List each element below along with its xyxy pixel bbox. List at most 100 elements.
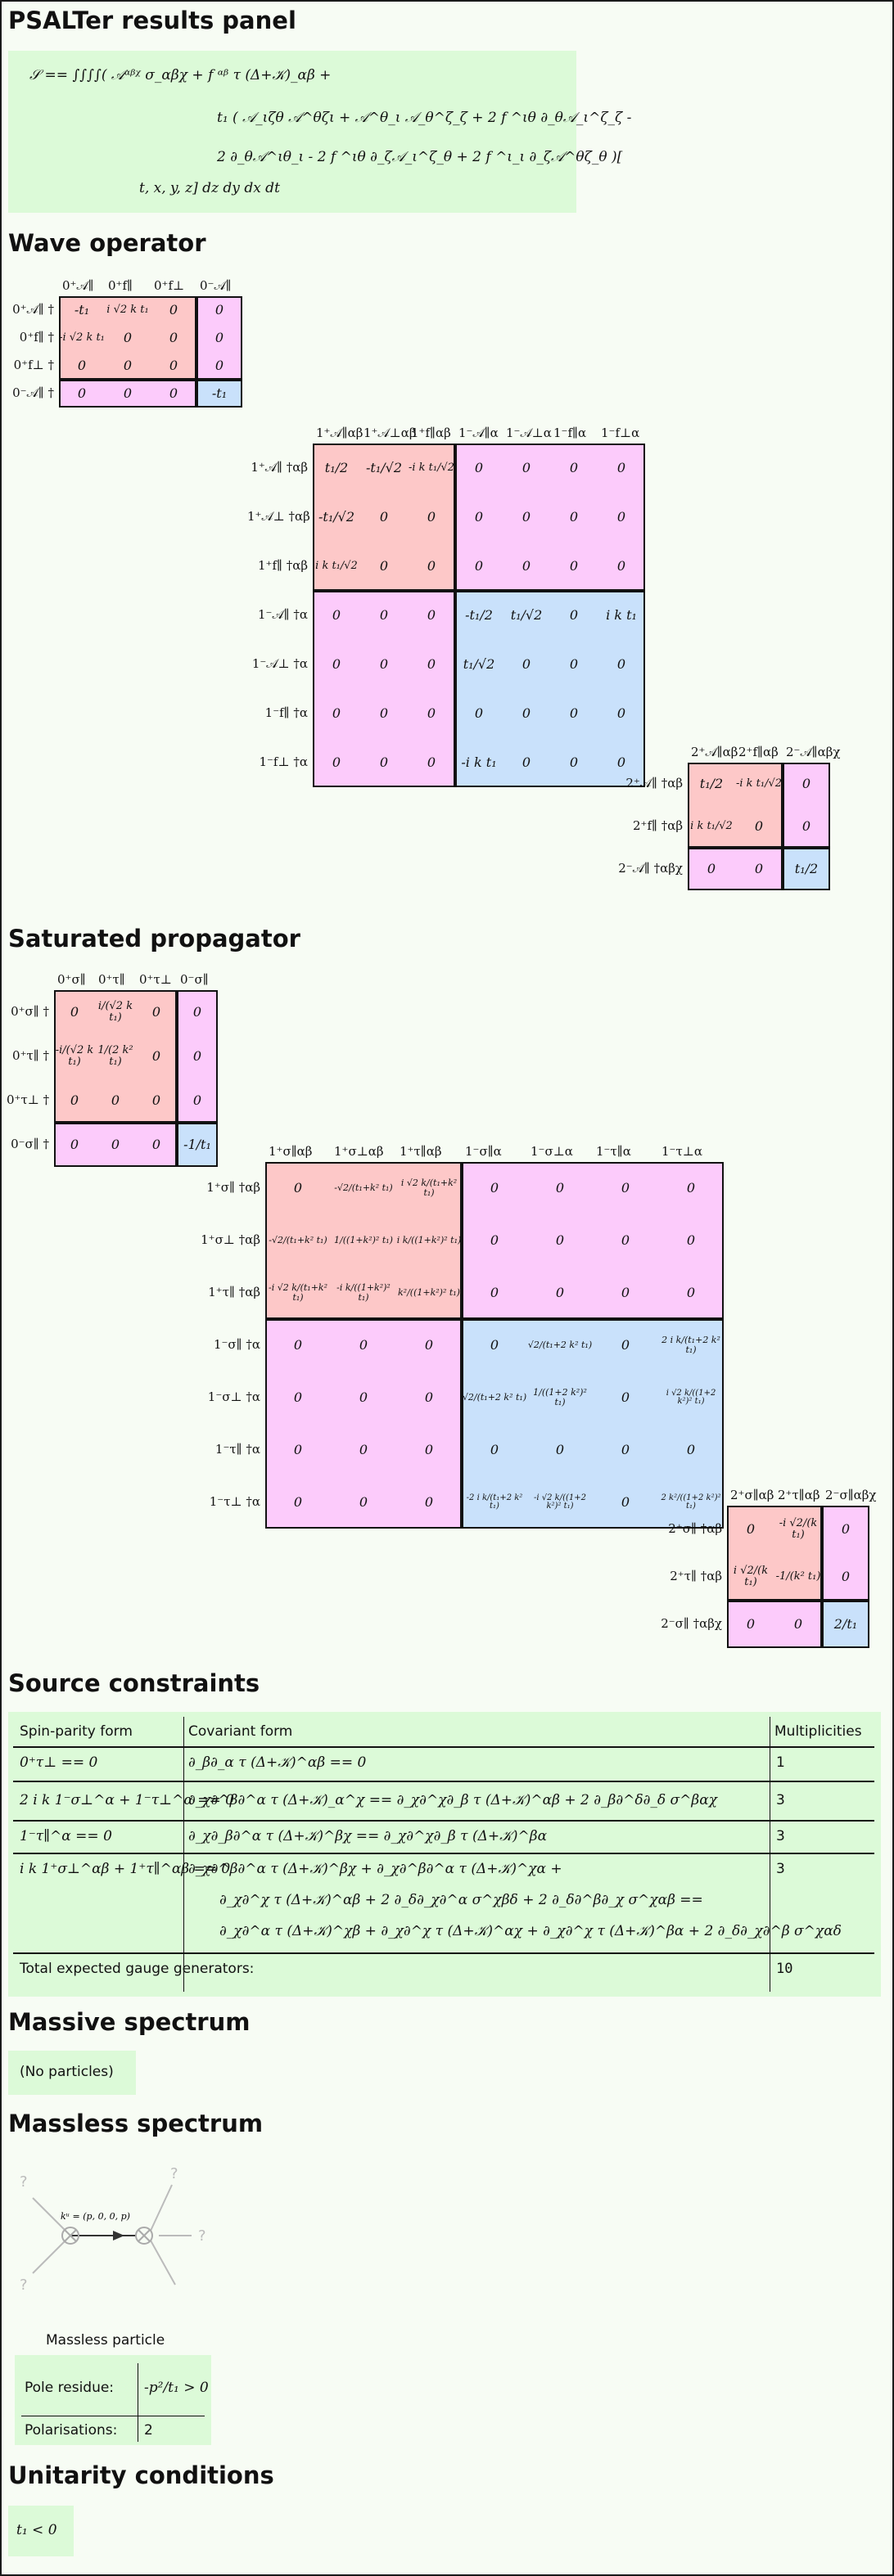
wave-spin0-cell: 0: [151, 296, 196, 324]
wave-operator-heading: Wave operator: [8, 229, 206, 257]
prop-spin2-cell: 2/t₁: [822, 1601, 869, 1648]
prop-spin1-cell: 0: [265, 1371, 331, 1424]
prop-spin2-cell: 0: [822, 1553, 869, 1601]
wave-spin1-col-label: 1⁺𝒜∥αβ: [316, 426, 363, 440]
prop-spin1-cell: -i k/((1+k²)² t₁): [331, 1267, 396, 1319]
wave-spin0-cell: -i √2 k t₁: [59, 324, 105, 352]
wave-spin0-cell: 0: [59, 380, 105, 408]
wave-spin2-col-label: 2⁻𝒜∥αβχ: [786, 745, 841, 759]
divider: [13, 1952, 874, 1954]
prop-spin1-cell: 0: [396, 1476, 462, 1529]
wave-spin0-block-border: [59, 380, 196, 408]
wave-spin2-row-label: 2⁺𝒜∥ †αβ: [625, 776, 683, 790]
wave-spin1-cell: t₁/√2: [455, 640, 503, 689]
wave-spin0-row-label: 0⁻𝒜∥ †: [12, 385, 54, 400]
lagrangian-box: 𝒮 == ∫∫∫∫( 𝒜ᵅᵝᵡ σ_αβχ + f ᵅᵝ τ (Δ+𝒦)_αβ …: [8, 51, 631, 213]
sp-row-1: 0⁺τ⊥ == 0: [20, 1754, 98, 1771]
wave-spin1-cell: t₁/√2: [503, 591, 550, 640]
prop-spin1-cell: 0: [462, 1424, 527, 1476]
prop-spin1-cell: 0: [462, 1214, 527, 1267]
wave-spin1-row-label: 1⁻f∥ †α: [264, 705, 308, 720]
question-mark: ?: [170, 2165, 178, 2182]
wave-spin2-col-label: 2⁺f∥αβ: [738, 745, 779, 759]
unitarity-heading: Unitarity conditions: [8, 2461, 274, 2489]
header-spin-parity: Spin-parity form: [20, 1723, 133, 1740]
wave-spin1-cell: 0: [503, 444, 550, 493]
prop-spin0-col-label: 0⁺σ∥: [57, 972, 86, 987]
source-constraints-heading: Source constraints: [8, 1669, 260, 1697]
prop-spin1-cell: i √2 k/(t₁+k² t₁): [396, 1162, 462, 1214]
prop-spin1-row-label: 1⁺τ∥ †αβ: [208, 1285, 260, 1299]
prop-spin0-block-border: [54, 990, 177, 1123]
wave-spin1-cell: -i k t₁: [455, 738, 503, 787]
wave-spin1-cell: 0: [408, 738, 455, 787]
wave-spin0-cell: 0: [196, 324, 242, 352]
divider: [13, 1853, 874, 1854]
prop-spin2-block-border: [727, 1506, 822, 1601]
massless-caption: Massless particle: [46, 2332, 165, 2349]
polarisations-value: 2: [144, 2422, 153, 2439]
prop-spin1-block-border: [462, 1162, 724, 1319]
prop-spin1-row-label: 1⁻σ∥ †α: [213, 1337, 260, 1352]
wave-spin2-cell: i k t₁/√2: [688, 805, 735, 848]
prop-spin1-cell: 0: [265, 1476, 331, 1529]
prop-spin1-col-label: 1⁻σ⊥α: [531, 1144, 573, 1159]
pole-residue-label: Pole residue:: [25, 2380, 115, 2396]
prop-spin1-cell: 0: [265, 1319, 331, 1371]
prop-spin1-cell: 0: [527, 1214, 593, 1267]
wave-spin1-block-border: [455, 591, 645, 787]
lagrangian-line-3: 2 ∂_θ𝒜^ιθ_ι - 2 f ^ιθ ∂_ζ𝒜_ι^ζ_θ + 2 f ^…: [217, 149, 623, 165]
prop-spin2-col-label: 2⁻σ∥αβχ: [825, 1488, 877, 1502]
wave-spin2-cell: t₁/2: [688, 763, 735, 805]
prop-spin1-row-label: 1⁻τ∥ †α: [214, 1442, 260, 1457]
prop-spin1-cell: 0: [462, 1319, 527, 1371]
wave-spin1-cell: -t₁/√2: [360, 444, 408, 493]
prop-spin0-cell: 0: [95, 1123, 136, 1167]
wave-spin1-cell: 0: [313, 640, 360, 689]
prop-spin0-row-label: 0⁺σ∥ †: [11, 1004, 49, 1019]
wave-spin0-cell: i √2 k t₁: [105, 296, 151, 324]
prop-spin1-cell: k²/((1+k²)² t₁): [396, 1267, 462, 1319]
wave-spin0-cell: 0: [105, 352, 151, 380]
prop-spin1-cell: 0: [593, 1424, 658, 1476]
prop-spin1-cell: 2 i k/(t₁+2 k² t₁): [658, 1319, 724, 1371]
prop-spin1-cell: 0: [527, 1162, 593, 1214]
wave-spin2-block-border: [688, 763, 783, 848]
prop-spin1-cell: 0: [593, 1162, 658, 1214]
mult-row-1: 1: [776, 1754, 785, 1771]
wave-spin1-block-border: [455, 444, 645, 591]
wave-spin1-cell: 0: [313, 738, 360, 787]
wave-spin2-block-border: [783, 848, 830, 890]
prop-spin0-block-border: [177, 990, 218, 1123]
prop-spin0-row-label: 0⁺τ⊥ †: [7, 1092, 50, 1107]
prop-spin0-cell: i/(√2 k t₁): [95, 990, 136, 1034]
wave-spin1-row-label: 1⁺𝒜∥ †αβ: [251, 460, 308, 475]
prop-spin1-cell: -i √2 k/(t₁+k² t₁): [265, 1267, 331, 1319]
prop-spin1-cell: -√2/(t₁+k² t₁): [331, 1162, 396, 1214]
wave-spin0-cell: 0: [105, 380, 151, 408]
prop-spin1-cell: i √2 k/((1+2 k²)² t₁): [658, 1371, 724, 1424]
prop-spin0-cell: 0: [177, 1034, 218, 1079]
pole-table: Pole residue: -p²/t₁ > 0 Polarisations: …: [15, 2355, 211, 2445]
wave-spin0-cell: 0: [196, 296, 242, 324]
unitarity-condition: t₁ < 0: [16, 2522, 57, 2538]
wave-spin1-cell: 0: [360, 542, 408, 591]
wave-spin1-block-border: [313, 444, 455, 591]
massive-spectrum-heading: Massive spectrum: [8, 2008, 251, 2036]
wave-spin0-col-label: 0⁺f∥: [108, 278, 133, 293]
divider: [183, 1717, 184, 1992]
prop-spin0-cell: 0: [136, 990, 177, 1034]
wave-spin0-cell: 0: [151, 352, 196, 380]
wave-spin1-row-label: 1⁻𝒜⊥ †α: [251, 656, 308, 671]
prop-spin0-col-label: 0⁺τ∥: [98, 972, 125, 987]
wave-spin2-block-border: [783, 763, 830, 848]
prop-spin1-row-label: 1⁻σ⊥ †α: [207, 1389, 260, 1404]
wave-spin0-row-label: 0⁺𝒜∥ †: [12, 302, 54, 317]
wave-spin1-cell: 0: [360, 738, 408, 787]
panel-title: PSALTer results panel: [8, 7, 296, 34]
prop-spin1-cell: 0: [331, 1319, 396, 1371]
prop-spin0-block-border: [177, 1123, 218, 1167]
question-mark: ?: [198, 2227, 206, 2245]
header-multiplicities: Multiplicities: [774, 1723, 862, 1740]
wave-spin1-cell: 0: [598, 444, 645, 493]
